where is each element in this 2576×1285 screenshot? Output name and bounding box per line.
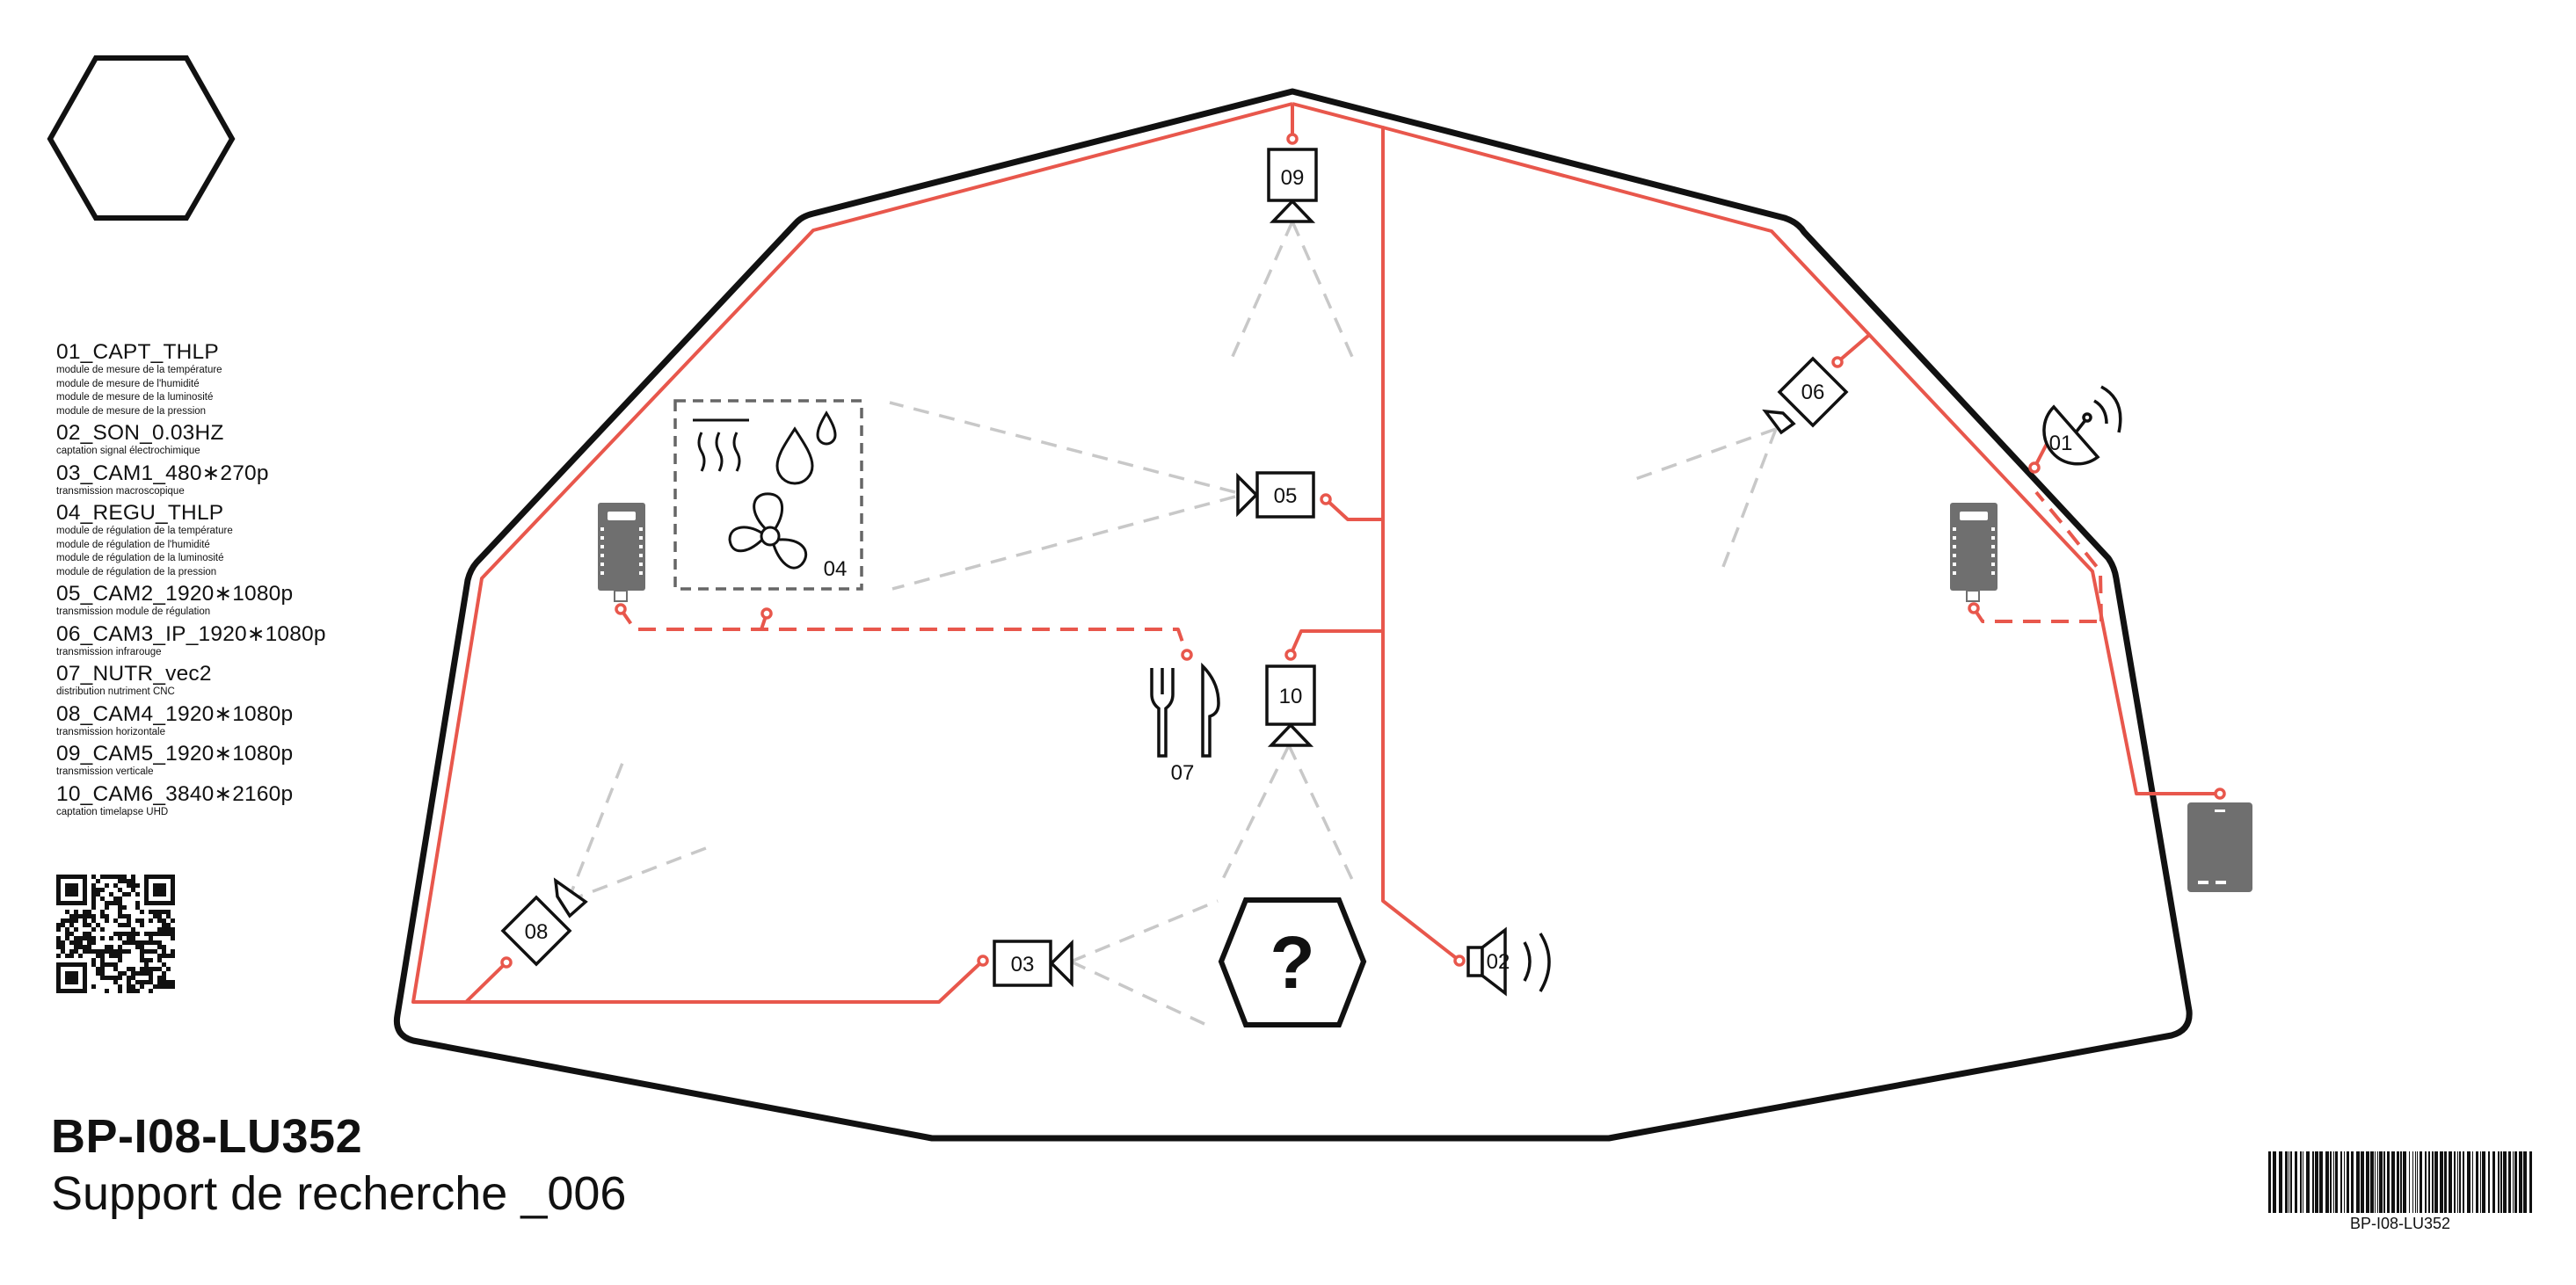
legend-code: 02_SON_0.03HZ <box>56 421 224 445</box>
legend-description: transmission infrarouge <box>56 646 162 657</box>
legend-description: transmission verticale <box>56 766 154 777</box>
camera-09-label: 09 <box>1281 166 1305 190</box>
satellite-dish-01-icon[interactable]: 01 <box>2042 385 2122 466</box>
wire-cam10 <box>1289 629 1383 656</box>
tablet-icon[interactable] <box>2187 802 2252 892</box>
legend-code: 03_CAM1_480∗270p <box>56 461 269 485</box>
legend-code: 05_CAM2_1920∗1080p <box>56 582 294 606</box>
qr-code-icon <box>56 875 175 993</box>
wire-left-module <box>619 607 1189 656</box>
legend-description: module de mesure de l'humidité <box>56 378 200 389</box>
legend-description: transmission horizontale <box>56 726 166 737</box>
wiring <box>411 102 2220 1004</box>
legend-description: module de mesure de la température <box>56 365 222 375</box>
wire-cam6 <box>1836 334 1870 364</box>
unknown-module-label: ? <box>1270 921 1314 1004</box>
camera-03-icon[interactable]: 03 <box>993 939 1073 988</box>
wire-cam5 <box>1324 497 1383 521</box>
wire-right-edge <box>1382 126 2220 795</box>
legend-code: 07_NUTR_vec2 <box>56 662 212 686</box>
field-of-view-lines <box>566 221 1778 1026</box>
satellite-dish-01-label: 01 <box>2049 432 2073 455</box>
speaker-02-label: 02 <box>1487 950 1510 974</box>
wire-right-module <box>1972 606 2101 623</box>
fork-knife-icon[interactable]: 07 <box>1150 662 1220 785</box>
camera-05-label: 05 <box>1274 484 1298 508</box>
camera-10-label: 10 <box>1279 685 1303 708</box>
barcode-icon <box>2268 1151 2532 1213</box>
regulation-module-04[interactable]: 04 <box>673 399 863 591</box>
camera-06-icon[interactable]: 06 <box>1762 356 1849 435</box>
legend-code: 06_CAM3_IP_1920∗1080p <box>56 621 326 646</box>
camera-03-label: 03 <box>1011 953 1035 976</box>
legend-code: 08_CAM4_1920∗1080p <box>56 701 294 726</box>
legend-description: module de mesure de la luminosité <box>56 392 214 403</box>
legend-description: module de mesure de la pression <box>56 405 207 417</box>
camera-09-icon[interactable]: 09 <box>1267 148 1318 223</box>
speaker-02-icon[interactable]: 02 <box>1466 926 1551 997</box>
camera-06-label: 06 <box>1801 381 1825 404</box>
legend-description: captation timelapse UHD <box>56 806 169 817</box>
legend-code: 10_CAM6_3840∗2160p <box>56 781 294 806</box>
enclosure-outline <box>393 88 2193 1142</box>
nutrition-07-label: 07 <box>1171 761 1195 785</box>
legend-description: captation signal électrochimique <box>56 446 200 456</box>
document-title: BP-I08-LU352 <box>51 1110 363 1163</box>
legend-description: transmission macroscopique <box>56 485 185 497</box>
controller-board-right-icon[interactable] <box>1950 503 1997 602</box>
heat-waves-icon <box>693 418 749 472</box>
camera-05-icon[interactable]: 05 <box>1236 471 1315 519</box>
wire-left-branch <box>464 961 508 1004</box>
barcode-label: BP-I08-LU352 <box>2349 1215 2451 1232</box>
legend-description: distribution nutriment CNC <box>56 686 175 697</box>
fan-icon <box>728 492 808 570</box>
legend-code: 04_REGU_THLP <box>56 501 224 525</box>
camera-08-label: 08 <box>525 920 549 944</box>
wire-perimeter <box>411 102 1293 1004</box>
legend-code: 01_CAPT_THLP <box>56 340 219 364</box>
camera-08-icon[interactable]: 08 <box>500 877 588 967</box>
legend-code: 09_CAM5_1920∗1080p <box>56 742 294 766</box>
legend-description: module de régulation de la pression <box>56 566 217 577</box>
legend-description: module de régulation de la luminosité <box>56 553 224 563</box>
wire-main-trunk <box>1292 102 1461 962</box>
legend-description: module de régulation de la température <box>56 526 233 536</box>
document-subtitle: Support de recherche _006 <box>51 1167 627 1220</box>
camera-10-icon[interactable]: 10 <box>1265 664 1316 747</box>
controller-board-left-icon[interactable] <box>598 503 645 602</box>
connector-dots <box>500 133 2226 969</box>
regulation-module-04-label: 04 <box>824 557 848 581</box>
legend-description: transmission module de régulation <box>56 606 211 617</box>
hexagon-logo-icon <box>47 55 236 221</box>
water-drops-icon <box>775 410 837 485</box>
legend-description: module de régulation de l'humidité <box>56 539 210 550</box>
unknown-module-hexagon[interactable]: ? <box>1218 897 1367 1027</box>
